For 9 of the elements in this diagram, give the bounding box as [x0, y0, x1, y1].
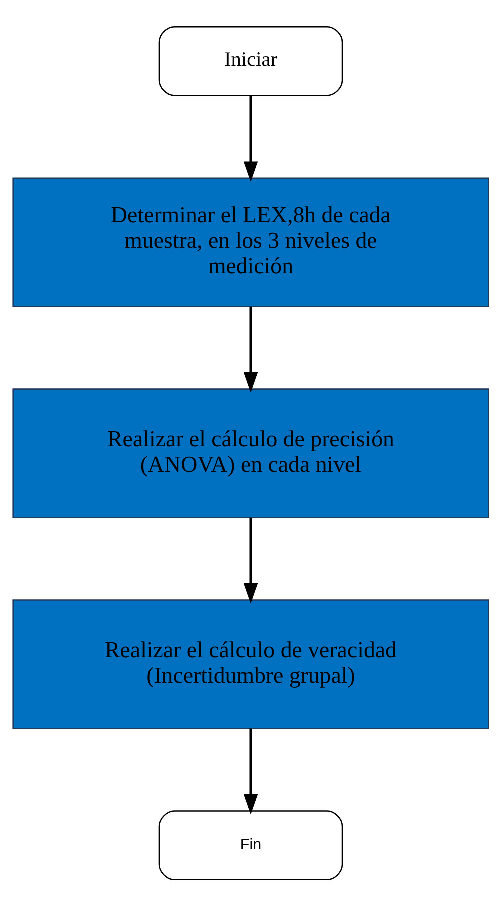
arrow — [244, 518, 258, 604]
node-box: Realizar el cálculo de veracidad (Incertidumbre grupal) — [12, 600, 490, 730]
node-box: Realizar el cálculo de precisión (ANOVA) en cada nivel — [12, 388, 490, 518]
arrow — [244, 728, 258, 815]
node-box: Determinar el LEX,8h de cada muestra, en los 3 niveles de medición — [12, 178, 490, 308]
node-box: Fin — [158, 810, 344, 881]
arrow — [244, 306, 258, 393]
arrow — [244, 96, 258, 182]
node-box: Iniciar — [158, 26, 344, 96]
